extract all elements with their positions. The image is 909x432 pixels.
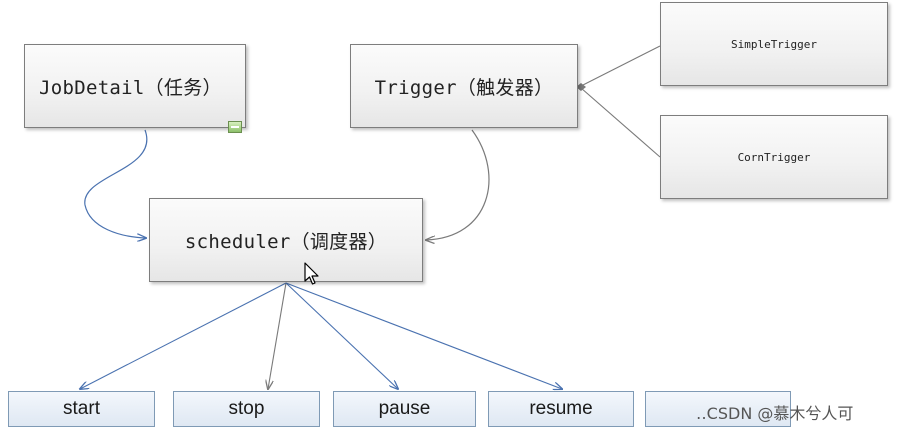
job-detail-node: JobDetail（任务） — [24, 44, 246, 128]
scheduler-label: scheduler（调度器） — [184, 230, 388, 253]
op-resume-box: resume — [488, 391, 634, 427]
op-stop-label: stop — [228, 398, 265, 419]
op-resume-label: resume — [529, 398, 593, 419]
trigger-node: Trigger（触发器） — [350, 44, 578, 128]
corn-trigger-node: CornTrigger — [660, 115, 888, 199]
simple-trigger-label: SimpleTrigger — [730, 37, 818, 51]
simple-to-trigger-connector — [580, 45, 661, 87]
trigger-to-scheduler-connector — [426, 129, 490, 240]
op-stop-box: stop — [173, 391, 320, 427]
scheduler-to-resume-connector — [285, 282, 562, 389]
scheduler-to-start-connector — [80, 282, 287, 389]
job-detail-label: JobDetail（任务） — [39, 76, 222, 99]
op-start-box: start — [8, 391, 155, 427]
mouse-cursor-icon — [304, 262, 319, 285]
trigger-label: Trigger（触发器） — [374, 76, 554, 99]
op-blank-box — [645, 391, 791, 427]
op-pause-box: pause — [333, 391, 476, 427]
expand-icon[interactable] — [228, 121, 242, 133]
job-to-scheduler-connector — [84, 129, 148, 238]
corn-trigger-label: CornTrigger — [737, 150, 811, 164]
diamond-arrow-icon — [576, 83, 586, 91]
corn-to-trigger-connector — [580, 87, 661, 158]
scheduler-to-pause-connector — [285, 282, 398, 389]
scheduler-to-stop-connector — [268, 282, 287, 389]
op-pause-label: pause — [378, 398, 431, 419]
scheduler-node: scheduler（调度器） — [149, 198, 423, 282]
watermark-text: ‥CSDN @慕木兮人可 — [696, 404, 854, 423]
simple-trigger-node: SimpleTrigger — [660, 2, 888, 86]
op-start-label: start — [63, 398, 100, 419]
